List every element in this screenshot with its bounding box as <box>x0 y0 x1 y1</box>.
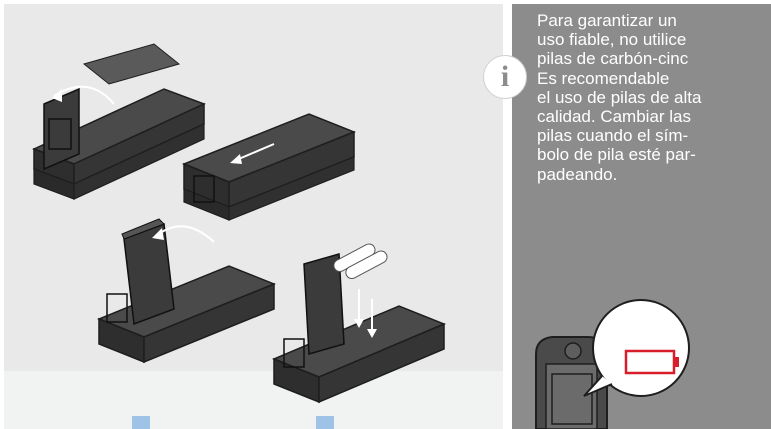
info-text-line: el uso de pilas de alta <box>537 87 702 107</box>
info-icon: i <box>483 55 527 99</box>
step-4-device <box>272 243 446 404</box>
page-marker <box>316 416 334 429</box>
info-text-line: pilas cuando el sím- <box>537 126 689 146</box>
step-3-device <box>96 218 277 364</box>
info-text-line: pilas de carbón-cinc <box>537 49 689 69</box>
info-text-line: Es recomendable <box>537 68 670 88</box>
page-marker <box>132 416 150 429</box>
batteries <box>333 243 388 280</box>
info-panel: Para garantizar un uso fiable, no utilic… <box>512 4 771 429</box>
footer-band <box>4 371 503 429</box>
info-icon-glyph: i <box>500 60 510 93</box>
battery-low-icon <box>624 349 679 375</box>
device-steps-drawing <box>32 43 446 404</box>
info-text-line: uso fiable, no utilice <box>537 30 687 50</box>
info-text-line: calidad. Cambiar las <box>537 107 692 127</box>
battery-replacement-illustration <box>4 4 503 429</box>
info-text-line: bolo de pila esté par- <box>537 145 696 165</box>
info-text-line: padeando. <box>537 164 618 184</box>
info-text: Para garantizar un uso fiable, no utilic… <box>537 11 769 184</box>
step-2-device <box>181 113 357 221</box>
info-text-line: Para garantizar un <box>537 11 677 30</box>
step-1-device <box>32 43 206 200</box>
